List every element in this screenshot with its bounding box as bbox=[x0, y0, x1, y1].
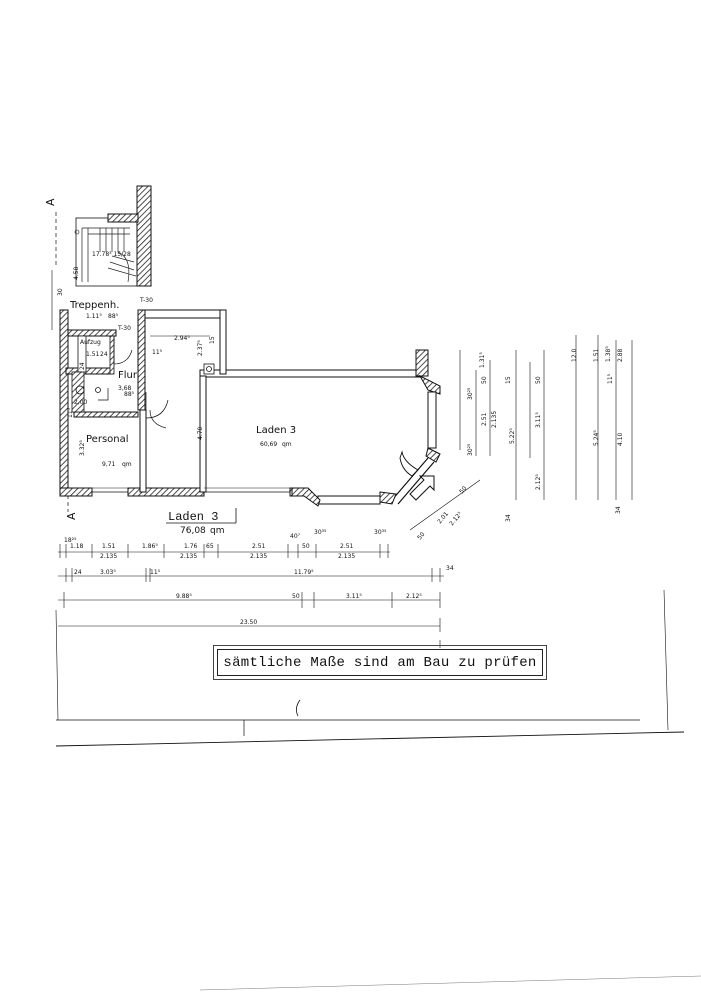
room-labels: Treppenh. T-30 T-30 Aufzug Flur 3,68 2,0… bbox=[69, 297, 296, 536]
svg-text:1.76: 1.76 bbox=[184, 543, 198, 550]
svg-text:88⁵: 88⁵ bbox=[124, 391, 135, 398]
svg-text:24: 24 bbox=[79, 362, 86, 370]
room-name-flur: Flur bbox=[118, 370, 138, 381]
svg-text:2.12⁵: 2.12⁵ bbox=[448, 510, 464, 527]
svg-text:11⁵: 11⁵ bbox=[607, 373, 614, 384]
svg-text:2.37⁵: 2.37⁵ bbox=[197, 340, 204, 356]
room-name-aufzug: Aufzug bbox=[80, 339, 101, 346]
svg-text:34: 34 bbox=[505, 514, 512, 522]
door-rating-t30-mid: T-30 bbox=[117, 325, 131, 332]
room-area-laden3: 60,69 bbox=[260, 441, 277, 448]
svg-text:40⁷: 40⁷ bbox=[290, 533, 301, 540]
svg-text:4.58: 4.58 bbox=[73, 266, 80, 280]
svg-text:2.51: 2.51 bbox=[340, 543, 354, 550]
svg-text:34: 34 bbox=[615, 506, 622, 514]
svg-text:24: 24 bbox=[74, 569, 82, 576]
svg-text:2.94⁵: 2.94⁵ bbox=[174, 335, 190, 342]
svg-text:50: 50 bbox=[302, 543, 310, 550]
svg-text:1.18: 1.18 bbox=[70, 543, 84, 550]
svg-text:11.79⁵: 11.79⁵ bbox=[294, 569, 314, 576]
svg-text:17.78³ 15/28: 17.78³ 15/28 bbox=[92, 251, 131, 258]
scan-frame-lines bbox=[55, 589, 701, 991]
svg-text:12.0: 12.0 bbox=[571, 348, 578, 362]
svg-text:4.70: 4.70 bbox=[197, 426, 204, 440]
svg-text:50: 50 bbox=[458, 485, 468, 495]
dim-row-2: 24 3.03⁵ 11⁵ 11.79⁵ 34 bbox=[74, 565, 454, 576]
svg-text:1.11⁵: 1.11⁵ bbox=[86, 313, 102, 320]
section-marker-top: A bbox=[44, 198, 57, 268]
room-name-treppenhaus: Treppenh. bbox=[69, 300, 119, 311]
svg-text:23.50: 23.50 bbox=[240, 619, 257, 626]
room-area-flur: 3,68 bbox=[118, 385, 132, 392]
svg-text:15: 15 bbox=[505, 376, 512, 384]
svg-text:3.11⁵: 3.11⁵ bbox=[535, 412, 542, 428]
svg-text:30²⁵: 30²⁵ bbox=[467, 443, 474, 456]
room-area-wc: 2,00 bbox=[74, 399, 88, 406]
svg-text:A: A bbox=[65, 512, 78, 520]
svg-text:1.51: 1.51 bbox=[593, 348, 600, 362]
entrance-arrow-icon bbox=[409, 475, 435, 501]
svg-text:88⁵: 88⁵ bbox=[108, 313, 119, 320]
svg-text:24: 24 bbox=[100, 351, 108, 358]
room-area-personal: 9,71 bbox=[102, 461, 116, 468]
svg-text:3.32⁵: 3.32⁵ bbox=[79, 440, 86, 456]
staircase: 17.78³ 15/28 4.58 30 bbox=[51, 185, 152, 330]
room-name-laden3: Laden 3 bbox=[256, 425, 296, 436]
dim-row-1: 18²⁵ 1.18 1.51 1.86⁵ 1.76 65 2.51 40⁷ 50… bbox=[64, 529, 387, 560]
svg-text:11⁵: 11⁵ bbox=[150, 569, 161, 576]
total-area: 76,08 bbox=[180, 526, 206, 536]
svg-text:4.10: 4.10 bbox=[617, 432, 624, 446]
svg-text:34: 34 bbox=[446, 565, 454, 572]
svg-text:30³⁵: 30³⁵ bbox=[314, 529, 327, 536]
svg-text:qm: qm bbox=[122, 461, 132, 468]
svg-text:3.03⁵: 3.03⁵ bbox=[100, 569, 116, 576]
svg-text:30³⁵: 30³⁵ bbox=[374, 529, 387, 536]
svg-text:11⁵: 11⁵ bbox=[67, 407, 74, 418]
doors bbox=[75, 336, 419, 477]
svg-text:1.51: 1.51 bbox=[86, 351, 100, 358]
door-rating-t30-top: T-30 bbox=[139, 297, 153, 304]
total-title: Laden 3 bbox=[168, 510, 218, 524]
svg-text:2.12⁵: 2.12⁵ bbox=[535, 474, 542, 490]
right-dimensions: 1.31⁵ 30²⁵ 50 2.51 2.135 30²⁵ 15 50 3.11… bbox=[409, 335, 633, 541]
svg-text:9.88⁵: 9.88⁵ bbox=[176, 593, 192, 600]
svg-text:15: 15 bbox=[209, 336, 216, 344]
svg-text:50: 50 bbox=[481, 376, 488, 384]
dimension-lines-bottom: 18²⁵ 1.18 1.51 1.86⁵ 1.76 65 2.51 40⁷ 50… bbox=[58, 529, 454, 632]
svg-text:1.86⁵: 1.86⁵ bbox=[142, 543, 158, 550]
verification-notice: sämtliche Maße sind am Bau zu prüfen bbox=[213, 645, 547, 680]
svg-text:2.12⁵: 2.12⁵ bbox=[406, 593, 422, 600]
svg-text:65: 65 bbox=[206, 543, 214, 550]
svg-text:50: 50 bbox=[292, 593, 300, 600]
svg-text:2.51: 2.51 bbox=[481, 412, 488, 426]
svg-text:50: 50 bbox=[416, 531, 426, 541]
svg-text:2.88: 2.88 bbox=[617, 348, 624, 362]
svg-text:1.51: 1.51 bbox=[102, 543, 116, 550]
svg-text:2.135: 2.135 bbox=[250, 553, 267, 560]
svg-text:2.135: 2.135 bbox=[180, 553, 197, 560]
svg-text:5.24⁵: 5.24⁵ bbox=[593, 430, 600, 446]
svg-text:1.38⁵: 1.38⁵ bbox=[605, 346, 612, 362]
svg-text:2.135: 2.135 bbox=[100, 553, 117, 560]
svg-text:3.11⁵: 3.11⁵ bbox=[346, 593, 362, 600]
svg-text:18²⁵: 18²⁵ bbox=[64, 537, 77, 544]
interior-dimensions: 2.94⁵ 2.37⁵ 15 4.70 3.32⁵ 24 1.51 24 11⁵… bbox=[67, 313, 216, 456]
dim-row-4: 23.50 bbox=[240, 619, 257, 626]
svg-text:11⁵: 11⁵ bbox=[152, 349, 163, 356]
walls bbox=[59, 309, 441, 507]
svg-text:30²⁵: 30²⁵ bbox=[467, 387, 474, 400]
svg-text:A: A bbox=[44, 198, 57, 206]
room-name-personal: Personal bbox=[86, 434, 129, 445]
svg-text:2.135: 2.135 bbox=[338, 553, 355, 560]
svg-text:qm: qm bbox=[282, 441, 292, 448]
svg-text:2.135: 2.135 bbox=[491, 411, 498, 428]
svg-text:50: 50 bbox=[535, 376, 542, 384]
svg-text:30: 30 bbox=[57, 288, 64, 296]
svg-text:1.31⁵: 1.31⁵ bbox=[479, 352, 486, 368]
svg-text:qm: qm bbox=[210, 526, 224, 536]
svg-text:5.22⁵: 5.22⁵ bbox=[509, 428, 516, 444]
dim-row-3: 9.88⁵ 50 3.11⁵ 2.12⁵ bbox=[176, 593, 422, 600]
svg-text:2.51: 2.51 bbox=[252, 543, 266, 550]
